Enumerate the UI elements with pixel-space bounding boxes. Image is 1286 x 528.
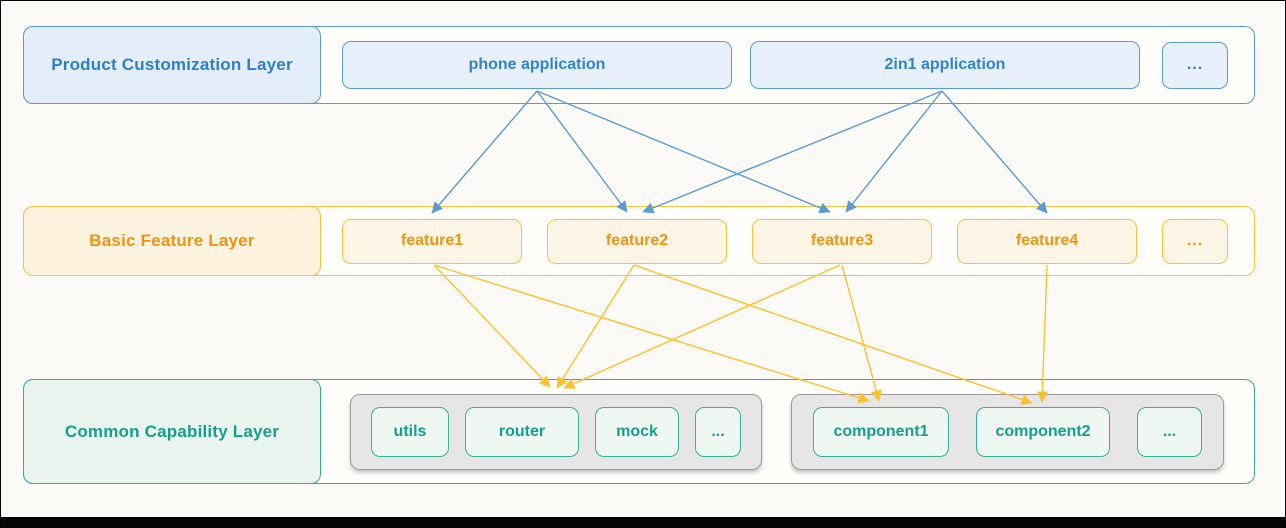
box-ellipsis-applications: ... bbox=[1162, 41, 1228, 89]
arrow-feature3-to-utils-group bbox=[563, 264, 841, 389]
box-feature2: feature2 bbox=[547, 218, 727, 264]
arrow-feature1-to-utils-group bbox=[433, 264, 551, 388]
arrow-phone-application-to-feature1 bbox=[431, 90, 538, 214]
box-feature3: feature3 bbox=[752, 218, 932, 264]
product-layer-content: phone application 2in1 application ... bbox=[342, 27, 1228, 103]
box-router: router bbox=[465, 407, 579, 457]
arrow-2in1-application-to-feature4 bbox=[941, 90, 1048, 214]
arrow-2in1-application-to-feature3 bbox=[845, 90, 943, 213]
box-ellipsis-utilities: ... bbox=[695, 407, 741, 457]
label-common-capability-layer: Common Capability Layer bbox=[23, 379, 321, 484]
arrow-2in1-application-to-feature2 bbox=[642, 90, 943, 214]
label-basic-feature-layer: Basic Feature Layer bbox=[23, 206, 321, 276]
box-ellipsis-features: ... bbox=[1162, 218, 1228, 264]
box-feature1: feature1 bbox=[342, 218, 522, 264]
label-product-customization-layer: Product Customization Layer bbox=[23, 26, 321, 104]
layer-basic-feature: Basic Feature Layer feature1 feature2 fe… bbox=[23, 206, 1255, 276]
bottom-black-bar bbox=[1, 517, 1285, 528]
arrow-phone-application-to-feature2 bbox=[536, 90, 628, 213]
box-ellipsis-components: ... bbox=[1137, 407, 1202, 457]
box-mock: mock bbox=[595, 407, 679, 457]
arrow-phone-application-to-feature3 bbox=[536, 90, 831, 214]
box-component1: component1 bbox=[813, 407, 949, 457]
box-component2: component2 bbox=[976, 407, 1110, 457]
box-feature4: feature4 bbox=[957, 218, 1137, 264]
box-phone-application: phone application bbox=[342, 41, 732, 89]
layer-product-customization: Product Customization Layer phone applic… bbox=[23, 26, 1255, 104]
group-components: component1 component2 ... bbox=[791, 394, 1224, 470]
layer-common-capability: Common Capability Layer utils router moc… bbox=[23, 379, 1255, 484]
box-2in1-application: 2in1 application bbox=[750, 41, 1140, 89]
feature-layer-content: feature1 feature2 feature3 feature4 ... bbox=[342, 207, 1228, 275]
arrow-feature2-to-utils-group bbox=[556, 264, 635, 389]
box-utils: utils bbox=[371, 407, 449, 457]
group-utilities: utils router mock ... bbox=[350, 394, 762, 470]
